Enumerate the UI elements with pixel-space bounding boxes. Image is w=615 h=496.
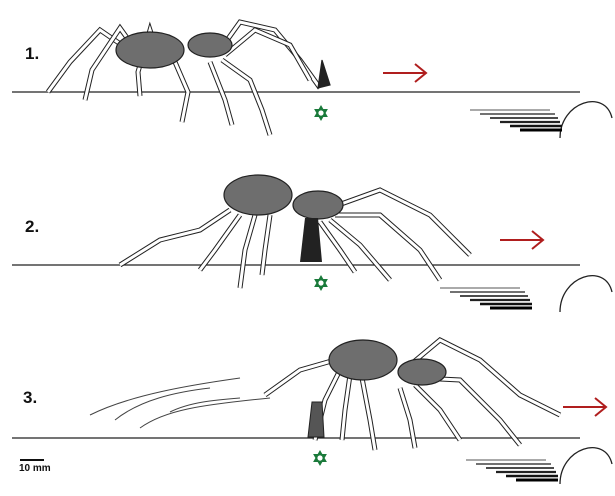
right-arrow-icon bbox=[500, 231, 543, 249]
panel-label-2: 2. bbox=[25, 217, 39, 237]
panel-1 bbox=[12, 22, 612, 138]
scale-bar-label: 10 mm bbox=[19, 463, 51, 474]
star-of-david-icon bbox=[314, 105, 328, 121]
spider-3 bbox=[265, 340, 560, 450]
spider-2 bbox=[120, 175, 470, 288]
rod-1 bbox=[12, 92, 612, 138]
panel-label-1: 1. bbox=[25, 44, 39, 64]
motion-lines bbox=[90, 378, 270, 428]
star-of-david-icon bbox=[314, 275, 328, 291]
panel-label-3: 3. bbox=[23, 388, 37, 408]
star-of-david-icon bbox=[313, 450, 327, 466]
rod-2 bbox=[12, 265, 612, 312]
right-arrow-icon bbox=[383, 64, 426, 82]
rod-3 bbox=[12, 438, 612, 484]
panel-3 bbox=[12, 340, 612, 484]
spider-1 bbox=[48, 22, 330, 135]
panel-2 bbox=[12, 175, 612, 312]
right-arrow-icon bbox=[563, 398, 606, 416]
